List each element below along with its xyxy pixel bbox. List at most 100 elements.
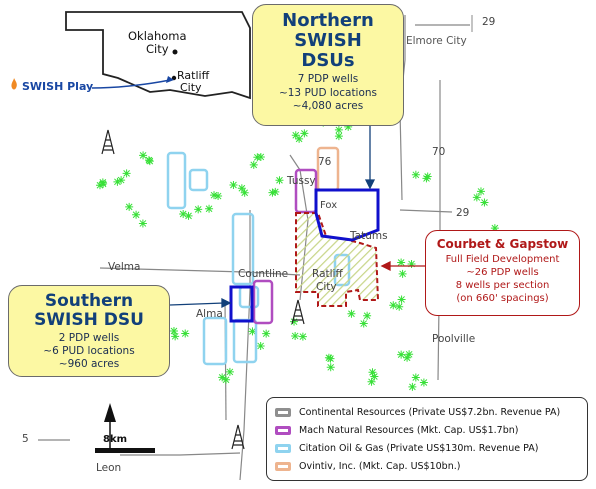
okc-dot bbox=[172, 49, 178, 55]
well-marker bbox=[214, 192, 223, 201]
well-marker bbox=[181, 329, 190, 338]
poolville-label: Poolville bbox=[432, 333, 476, 345]
northern-title-3: DSUs bbox=[301, 50, 355, 72]
courbet-details: Full Field Development ~26 PDP wells 8 w… bbox=[426, 253, 579, 305]
route-5: 5 bbox=[22, 433, 29, 445]
route-76: 76 bbox=[318, 156, 332, 168]
well-marker bbox=[139, 151, 148, 160]
well-marker bbox=[347, 309, 356, 318]
well-marker bbox=[480, 198, 489, 207]
well-marker bbox=[249, 160, 258, 169]
well-marker bbox=[229, 181, 238, 190]
southern-detail-1: 2 PDP wells bbox=[58, 332, 120, 345]
tatums-label: Tatums bbox=[350, 230, 388, 242]
elmore-city-label: Elmore City bbox=[406, 35, 467, 47]
okc-line1: Oklahoma bbox=[128, 29, 187, 43]
well-marker bbox=[99, 179, 108, 188]
well-marker bbox=[144, 156, 153, 165]
scale-bar bbox=[95, 448, 155, 453]
well-marker bbox=[300, 129, 309, 138]
southern-detail-2: ~6 PUD locations bbox=[43, 345, 135, 358]
alma-label: Alma bbox=[196, 308, 223, 320]
well-marker bbox=[268, 188, 277, 197]
well-marker bbox=[132, 210, 141, 219]
well-marker bbox=[398, 269, 407, 278]
well-marker bbox=[248, 327, 257, 336]
courbet-detail-1: Full Field Development bbox=[445, 254, 560, 265]
well-marker bbox=[218, 373, 227, 382]
legend-label-citation: Citation Oil & Gas (Private US$130m. Rev… bbox=[299, 442, 539, 454]
well-marker bbox=[363, 311, 372, 320]
well-marker bbox=[408, 382, 417, 391]
mach-swatch bbox=[275, 425, 291, 435]
well-marker bbox=[138, 219, 147, 228]
well-marker bbox=[113, 177, 122, 186]
well-marker bbox=[326, 354, 335, 363]
well-marker bbox=[367, 377, 376, 386]
well-marker bbox=[397, 350, 406, 359]
well-marker bbox=[403, 353, 412, 362]
well-marker bbox=[344, 122, 353, 131]
well-marker bbox=[225, 367, 234, 376]
countline-label: Countline bbox=[238, 268, 289, 280]
well-marker bbox=[407, 259, 416, 268]
well-marker bbox=[334, 125, 343, 134]
well-marker bbox=[179, 209, 188, 218]
well-marker bbox=[275, 176, 284, 185]
well-marker bbox=[411, 373, 420, 382]
well-marker bbox=[368, 368, 377, 377]
well-marker bbox=[290, 317, 299, 326]
well-marker bbox=[291, 331, 300, 340]
play-arrow-line bbox=[91, 79, 171, 89]
ratliff-city-label: Ratliff City bbox=[312, 268, 343, 293]
legend-row-ovintiv: Ovintiv, Inc. (Mkt. Cap. US$10bn.) bbox=[275, 458, 460, 474]
swish-play-label: SWISH Play bbox=[22, 80, 94, 93]
southern-dsu-outline bbox=[229, 285, 254, 323]
northern-detail-3: ~4,080 acres bbox=[292, 99, 364, 112]
southern-title-1: Southern bbox=[44, 291, 134, 311]
southern-details: 2 PDP wells ~6 PUD locations ~960 acres bbox=[9, 332, 169, 371]
courbet-arrow bbox=[380, 260, 425, 272]
callout-arrows bbox=[169, 126, 376, 309]
well-marker bbox=[490, 224, 499, 233]
velma-label: Velma bbox=[108, 261, 141, 273]
courbet-title: Courbet & Gapstow bbox=[436, 237, 569, 251]
well-marker bbox=[334, 132, 343, 141]
route-70: 70 bbox=[432, 146, 446, 158]
northern-detail-1: 7 PDP wells bbox=[297, 73, 359, 86]
well-marker bbox=[122, 169, 131, 178]
southern-title-2: SWISH DSU bbox=[34, 310, 144, 331]
ovintiv-swatch bbox=[275, 461, 291, 471]
northern-title: Northern SWISH DSUs bbox=[253, 10, 403, 72]
well-marker bbox=[237, 184, 246, 193]
legend-row-continental: Continental Resources (Private US$7.2bn.… bbox=[275, 404, 560, 420]
legend-label-mach: Mach Natural Resources (Mkt. Cap. US$1.7… bbox=[299, 424, 519, 436]
rig-icons bbox=[101, 129, 305, 450]
ratliff-line2: City bbox=[316, 280, 337, 293]
inset-ratliff-label: Ratliff City bbox=[177, 69, 210, 94]
well-marker bbox=[125, 202, 134, 211]
courbet-detail-3: 8 wells per section bbox=[455, 280, 550, 291]
southern-callout: Southern SWISH DSU 2 PDP wells ~6 PUD lo… bbox=[8, 285, 170, 377]
well-marker bbox=[476, 187, 485, 196]
well-marker bbox=[397, 295, 406, 304]
northern-detail-2: ~13 PUD locations bbox=[278, 86, 378, 99]
well-marker bbox=[389, 301, 398, 310]
well-marker bbox=[326, 363, 335, 372]
southern-title: Southern SWISH DSU bbox=[9, 291, 169, 331]
well-marker bbox=[194, 205, 203, 214]
leon-label: Leon bbox=[96, 462, 122, 474]
well-marker bbox=[472, 193, 481, 202]
legend-label-continental: Continental Resources (Private US$7.2bn.… bbox=[299, 406, 561, 418]
well-marker bbox=[411, 170, 420, 179]
northern-title-1: Northern bbox=[282, 10, 374, 31]
route-29-mid: 29 bbox=[456, 207, 470, 219]
play-arrowhead bbox=[166, 76, 174, 83]
well-marker bbox=[419, 378, 428, 387]
courbet-callout: Courbet & Gapstow Full Field Development… bbox=[425, 230, 580, 316]
continental-swatch bbox=[275, 407, 291, 417]
well-marker bbox=[271, 187, 280, 196]
inset-ratliff-line1: Ratliff bbox=[177, 69, 210, 82]
legend: Continental Resources (Private US$7.2bn.… bbox=[266, 397, 588, 481]
